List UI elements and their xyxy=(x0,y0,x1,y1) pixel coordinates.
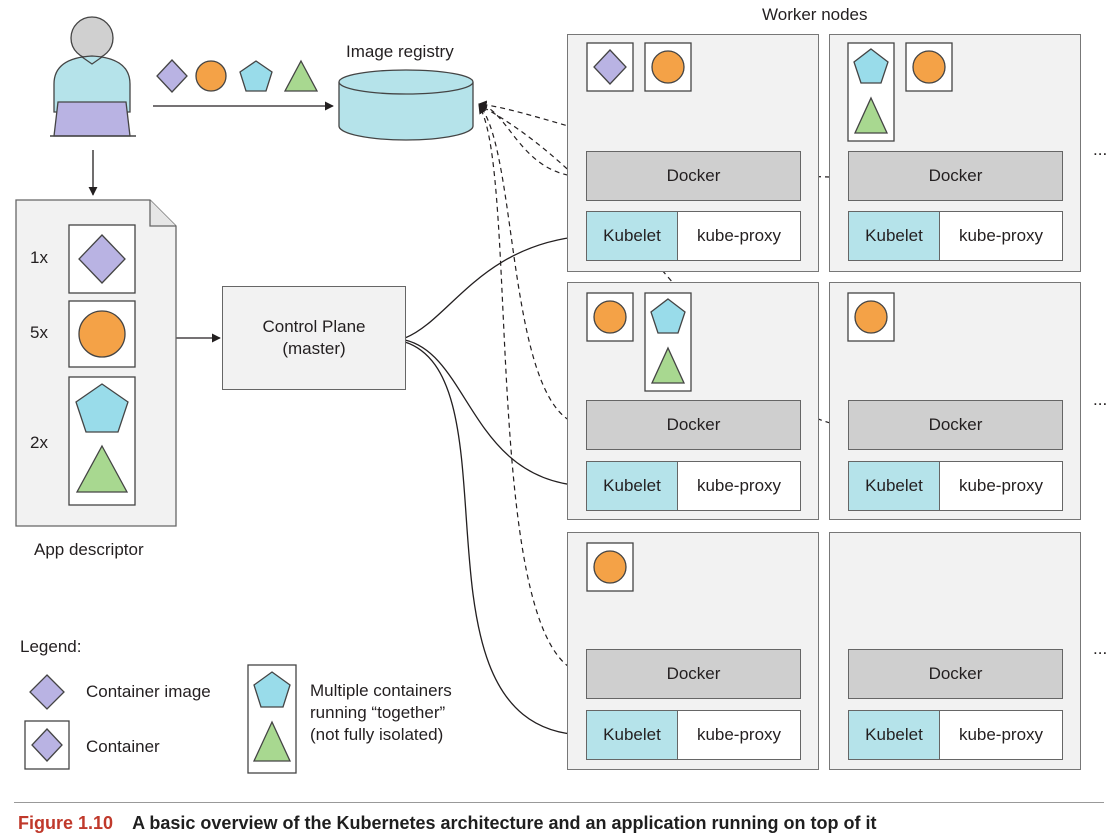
node1-circle-container xyxy=(644,42,692,92)
legend-pod-line2: running “together” xyxy=(310,703,446,722)
figure-caption-text: A basic overview of the Kubernetes archi… xyxy=(132,813,877,833)
node3-circle-container xyxy=(586,292,634,342)
triangle-icon xyxy=(853,96,889,134)
node2-pod-container xyxy=(847,42,895,142)
node1-docker: Docker xyxy=(586,151,801,201)
control-plane-title: Control Plane xyxy=(262,317,366,336)
triangle-icon xyxy=(75,444,129,493)
node6-docker: Docker xyxy=(848,649,1063,699)
diamond-icon xyxy=(593,49,627,85)
circle-image-icon xyxy=(195,60,227,92)
descriptor-diamond-container xyxy=(68,224,136,294)
count-pod-label: 2x xyxy=(30,433,48,452)
node2-circle-container xyxy=(905,42,953,92)
image-registry-label: Image registry xyxy=(346,42,454,61)
pentagon-icon xyxy=(650,298,686,334)
node6-kubelet: Kubelet xyxy=(848,710,940,760)
control-plane-subtitle: (master) xyxy=(282,339,346,358)
control-plane-box: Control Plane (master) xyxy=(222,286,406,390)
more-nodes-ellipsis-3: ... xyxy=(1093,639,1108,658)
legend-pod-line3: (not fully isolated) xyxy=(310,725,444,744)
legend-title: Legend: xyxy=(20,637,82,656)
legend-pod-line1: Multiple containers xyxy=(310,681,452,700)
node3-pod-container xyxy=(644,292,692,392)
node6-kube-proxy: kube-proxy xyxy=(940,710,1063,760)
cp-to-kubelet-2-arrow xyxy=(404,339,585,491)
worker-nodes-label: Worker nodes xyxy=(762,5,868,24)
pentagon-icon xyxy=(853,48,889,84)
pull-docker-1 xyxy=(478,101,587,178)
figure-caption: Figure 1.10 A basic overview of the Kube… xyxy=(18,813,877,834)
image-registry-icon xyxy=(338,69,474,141)
circle-icon xyxy=(651,50,685,84)
node5-kubelet: Kubelet xyxy=(586,710,678,760)
pentagon-image-icon xyxy=(239,60,273,92)
legend-pod-label: Multiple containers running “together” (… xyxy=(310,680,452,746)
diamond-icon xyxy=(78,234,126,284)
pentagon-icon xyxy=(75,383,129,433)
node5-kube-proxy: kube-proxy xyxy=(678,710,801,760)
node2-docker: Docker xyxy=(848,151,1063,201)
cp-to-kubelet-1-arrow xyxy=(404,232,585,339)
pull-docker-3 xyxy=(478,104,587,427)
developer-icon xyxy=(50,16,136,137)
node2-kube-proxy: kube-proxy xyxy=(940,211,1063,261)
circle-icon xyxy=(593,550,627,584)
node4-circle-container xyxy=(847,292,895,342)
triangle-icon xyxy=(650,346,686,384)
legend-container-icon xyxy=(24,720,70,770)
cp-to-kubelet-3-arrow xyxy=(404,341,585,740)
more-nodes-ellipsis-1: ... xyxy=(1093,140,1108,159)
node5-circle-container xyxy=(586,542,634,592)
more-nodes-ellipsis-2: ... xyxy=(1093,390,1108,409)
node1-diamond-container xyxy=(586,42,634,92)
circle-icon xyxy=(854,300,888,334)
triangle-image-icon xyxy=(283,59,319,92)
legend-container-image-label: Container image xyxy=(86,682,211,701)
node3-kubelet: Kubelet xyxy=(586,461,678,511)
node4-docker: Docker xyxy=(848,400,1063,450)
node2-kubelet: Kubelet xyxy=(848,211,940,261)
node3-docker: Docker xyxy=(586,400,801,450)
descriptor-circle-container xyxy=(68,300,136,368)
node4-kubelet: Kubelet xyxy=(848,461,940,511)
legend-pod-icon xyxy=(247,664,297,774)
app-descriptor-label: App descriptor xyxy=(34,540,144,559)
circle-icon xyxy=(593,300,627,334)
count-circle-label: 5x xyxy=(30,323,48,342)
figure-number: Figure 1.10 xyxy=(18,813,114,833)
circle-icon xyxy=(912,50,946,84)
node1-kube-proxy: kube-proxy xyxy=(678,211,801,261)
descriptor-pod-container xyxy=(68,376,136,506)
node1-kubelet: Kubelet xyxy=(586,211,678,261)
pull-docker-5 xyxy=(478,105,587,675)
diamond-image-icon xyxy=(156,59,188,93)
legend-container-label: Container xyxy=(86,737,160,756)
circle-icon xyxy=(78,310,126,358)
pushed-images-group xyxy=(156,59,319,93)
count-diamond-label: 1x xyxy=(30,248,48,267)
node3-kube-proxy: kube-proxy xyxy=(678,461,801,511)
node5-docker: Docker xyxy=(586,649,801,699)
caption-divider xyxy=(14,802,1104,803)
legend-container-image-icon xyxy=(29,674,65,710)
node4-kube-proxy: kube-proxy xyxy=(940,461,1063,511)
